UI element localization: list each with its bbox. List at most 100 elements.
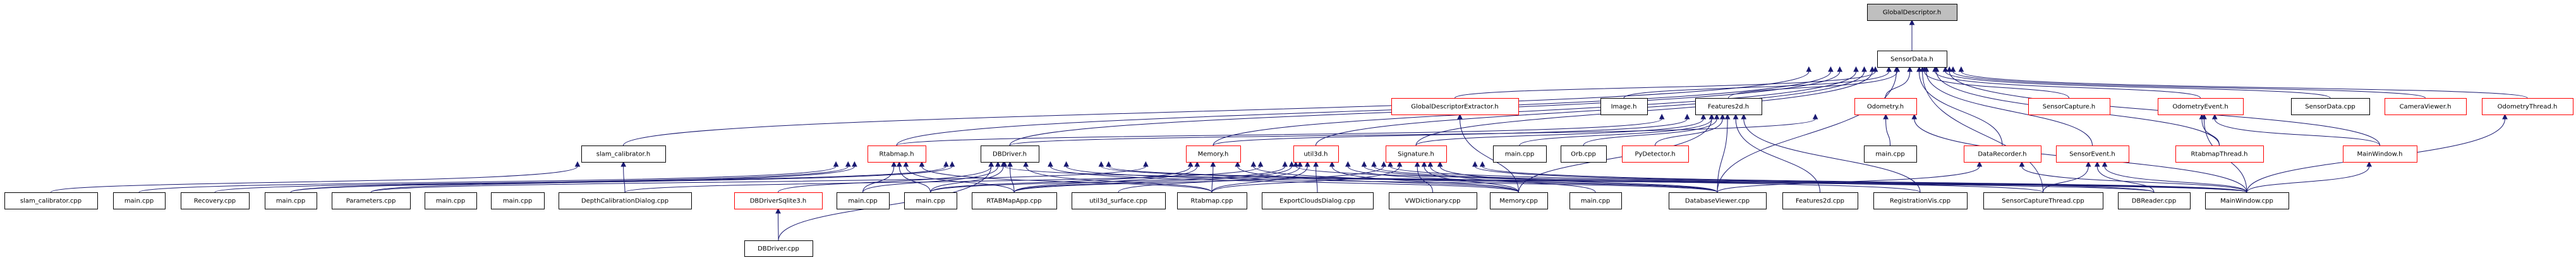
node-sensordata-cpp[interactable]: SensorData.cpp bbox=[2291, 98, 2370, 115]
node-databaseviewer-cpp[interactable]: DatabaseViewer.cpp bbox=[1669, 192, 1767, 209]
edge-n19-to-n4 bbox=[1655, 113, 1726, 146]
node-parameters-cpp[interactable]: Parameters.cpp bbox=[332, 192, 411, 209]
edge-n38-to-n13 bbox=[1023, 161, 1212, 193]
node-label: DBDriverSqlite3.h bbox=[750, 198, 807, 205]
node-label: ExportCloudsDialog.cpp bbox=[1279, 198, 1355, 205]
arrowhead-icon bbox=[1923, 66, 1930, 72]
node-datarecorder-h[interactable]: DataRecorder.h bbox=[1964, 145, 2041, 163]
node-dbdriver-cpp[interactable]: DBDriver.cpp bbox=[744, 240, 813, 257]
node-sensorevent-h[interactable]: SensorEvent.h bbox=[2056, 145, 2129, 163]
node-odometry-h[interactable]: Odometry.h bbox=[1854, 98, 1917, 115]
node-features2d-h[interactable]: Features2d.h bbox=[1695, 98, 1762, 115]
node-slam-calibrator-h[interactable]: slam_calibrator.h bbox=[581, 145, 666, 163]
node-orb-cpp[interactable]: Orb.cpp bbox=[1561, 145, 1607, 163]
node-dbdriver-h[interactable]: DBDriver.h bbox=[981, 145, 1039, 163]
node-main-cpp[interactable]: main.cpp bbox=[1569, 192, 1622, 209]
edge-n48-to-n16 bbox=[1479, 161, 2247, 193]
node-main-cpp[interactable]: main.cpp bbox=[113, 192, 166, 209]
arrowhead-icon bbox=[1187, 161, 1194, 167]
node-cameraviewer-h[interactable]: CameraViewer.h bbox=[2385, 98, 2467, 115]
node-mainwindow-cpp[interactable]: MainWindow.cpp bbox=[2205, 192, 2289, 209]
edge-line bbox=[1013, 166, 1384, 193]
node-main-cpp[interactable]: main.cpp bbox=[425, 192, 477, 209]
node-rtabmapthread-h[interactable]: RtabmapThread.h bbox=[2175, 145, 2264, 163]
edge-n28-to-n13 bbox=[290, 161, 955, 193]
node-mainwindow-h[interactable]: MainWindow.h bbox=[2343, 145, 2417, 163]
edge-n45-to-n15 bbox=[1361, 161, 1921, 193]
node-depthcalibrationdialog-cpp[interactable]: DepthCalibrationDialog.cpp bbox=[559, 192, 692, 209]
nodes-layer: GlobalDescriptor.hSensorData.hGlobalDesc… bbox=[4, 4, 2573, 257]
arrowhead-icon bbox=[1143, 161, 1149, 167]
edge-n34-to-n12 bbox=[862, 161, 897, 193]
node-main-cpp[interactable]: main.cpp bbox=[265, 192, 317, 209]
node-memory-cpp[interactable]: Memory.cpp bbox=[1490, 192, 1548, 209]
node-util3d-h[interactable]: util3d.h bbox=[1293, 145, 1339, 163]
node-pydetector-h[interactable]: PyDetector.h bbox=[1622, 145, 1689, 163]
edge-line bbox=[1374, 166, 2043, 193]
node-box bbox=[1262, 192, 1374, 209]
edge-n34-to-n13 bbox=[862, 161, 1001, 193]
edge-line bbox=[1237, 166, 1519, 193]
node-image-h[interactable]: Image.h bbox=[1600, 98, 1648, 115]
node-label: RegistrationVis.cpp bbox=[1890, 198, 1950, 205]
node-box bbox=[1622, 145, 1689, 163]
edge-n14-to-n4 bbox=[1212, 113, 1690, 146]
node-vwdictionary-cpp[interactable]: VWDictionary.cpp bbox=[1389, 192, 1477, 209]
arrowhead-icon bbox=[1946, 66, 1952, 72]
edge-line bbox=[290, 166, 953, 193]
arrowhead-icon bbox=[1708, 113, 1715, 120]
node-box bbox=[1389, 192, 1477, 209]
node-registrationvis-cpp[interactable]: RegistrationVis.cpp bbox=[1873, 192, 1968, 209]
arrowhead-icon bbox=[1659, 113, 1665, 120]
node-rtabmap-cpp[interactable]: Rtabmap.cpp bbox=[1177, 192, 1247, 209]
node-main-cpp[interactable]: main.cpp bbox=[837, 192, 890, 209]
arrowhead-icon bbox=[1345, 161, 1351, 167]
node-recovery-cpp[interactable]: Recovery.cpp bbox=[181, 192, 250, 209]
edge-line bbox=[1212, 118, 1688, 146]
node-features2d-cpp[interactable]: Features2d.cpp bbox=[1782, 192, 1858, 209]
arrowhead-icon bbox=[2085, 161, 2091, 167]
node-label: main.cpp bbox=[1505, 151, 1534, 158]
node-box bbox=[1391, 98, 1519, 115]
arrowhead-icon bbox=[1293, 161, 1299, 167]
arrowhead-icon bbox=[1414, 161, 1420, 167]
node-main-cpp[interactable]: main.cpp bbox=[491, 192, 545, 209]
edge-line bbox=[1013, 166, 1292, 193]
edge-line bbox=[1583, 118, 1717, 146]
node-main-cpp[interactable]: main.cpp bbox=[904, 192, 957, 209]
node-odometryevent-h[interactable]: OdometryEvent.h bbox=[2158, 98, 2244, 115]
edge-n36-to-n13 bbox=[1007, 161, 1015, 193]
node-label: Image.h bbox=[1611, 104, 1637, 111]
node-main-cpp[interactable]: main.cpp bbox=[1864, 145, 1917, 163]
node-rtabmap-h[interactable]: Rtabmap.h bbox=[868, 145, 926, 163]
node-sensorcapture-h[interactable]: SensorCapture.h bbox=[2028, 98, 2110, 115]
edge-line bbox=[1415, 118, 1704, 146]
arrowhead-icon bbox=[1933, 66, 1940, 72]
node-label: Memory.h bbox=[1198, 151, 1229, 158]
arrowhead-icon bbox=[1700, 113, 1707, 120]
arrowhead-icon bbox=[1361, 161, 1367, 167]
node-label: SensorEvent.h bbox=[2069, 151, 2115, 158]
edge-line bbox=[1108, 166, 2247, 193]
node-exportcloudsdialog-cpp[interactable]: ExportCloudsDialog.cpp bbox=[1262, 192, 1374, 209]
node-box bbox=[1873, 192, 1968, 209]
node-util3d-surface-cpp[interactable]: util3d_surface.cpp bbox=[1072, 192, 1166, 209]
node-rtabmapapp-cpp[interactable]: RTABMapApp.cpp bbox=[972, 192, 1057, 209]
edge-n32-to-n15 bbox=[624, 161, 1264, 193]
node-signature-h[interactable]: Signature.h bbox=[1386, 145, 1447, 163]
node-main-cpp[interactable]: main.cpp bbox=[1493, 145, 1547, 163]
edge-n46-to-n15 bbox=[1371, 161, 2043, 193]
node-box bbox=[1600, 98, 1648, 115]
node-globaldescriptorextractor-h[interactable]: GlobalDescriptorExtractor.h bbox=[1391, 98, 1519, 115]
node-memory-h[interactable]: Memory.h bbox=[1186, 145, 1241, 163]
node-sensorcapturethread-cpp[interactable]: SensorCaptureThread.cpp bbox=[1983, 192, 2103, 209]
arrowhead-icon bbox=[1479, 161, 1485, 167]
node-sensordata-h[interactable]: SensorData.h bbox=[1877, 51, 1947, 68]
node-dbdriversqlite3-h[interactable]: DBDriverSqlite3.h bbox=[734, 192, 823, 209]
node-box bbox=[1493, 145, 1547, 163]
arrowhead-icon bbox=[2502, 113, 2508, 120]
node-dbreader-cpp[interactable]: DBReader.cpp bbox=[2118, 192, 2191, 209]
node-slam-calibrator-cpp[interactable]: slam_calibrator.cpp bbox=[4, 192, 98, 209]
node-odometrythread-h[interactable]: OdometryThread.h bbox=[2482, 98, 2573, 115]
arrowhead-icon bbox=[1457, 113, 1463, 120]
